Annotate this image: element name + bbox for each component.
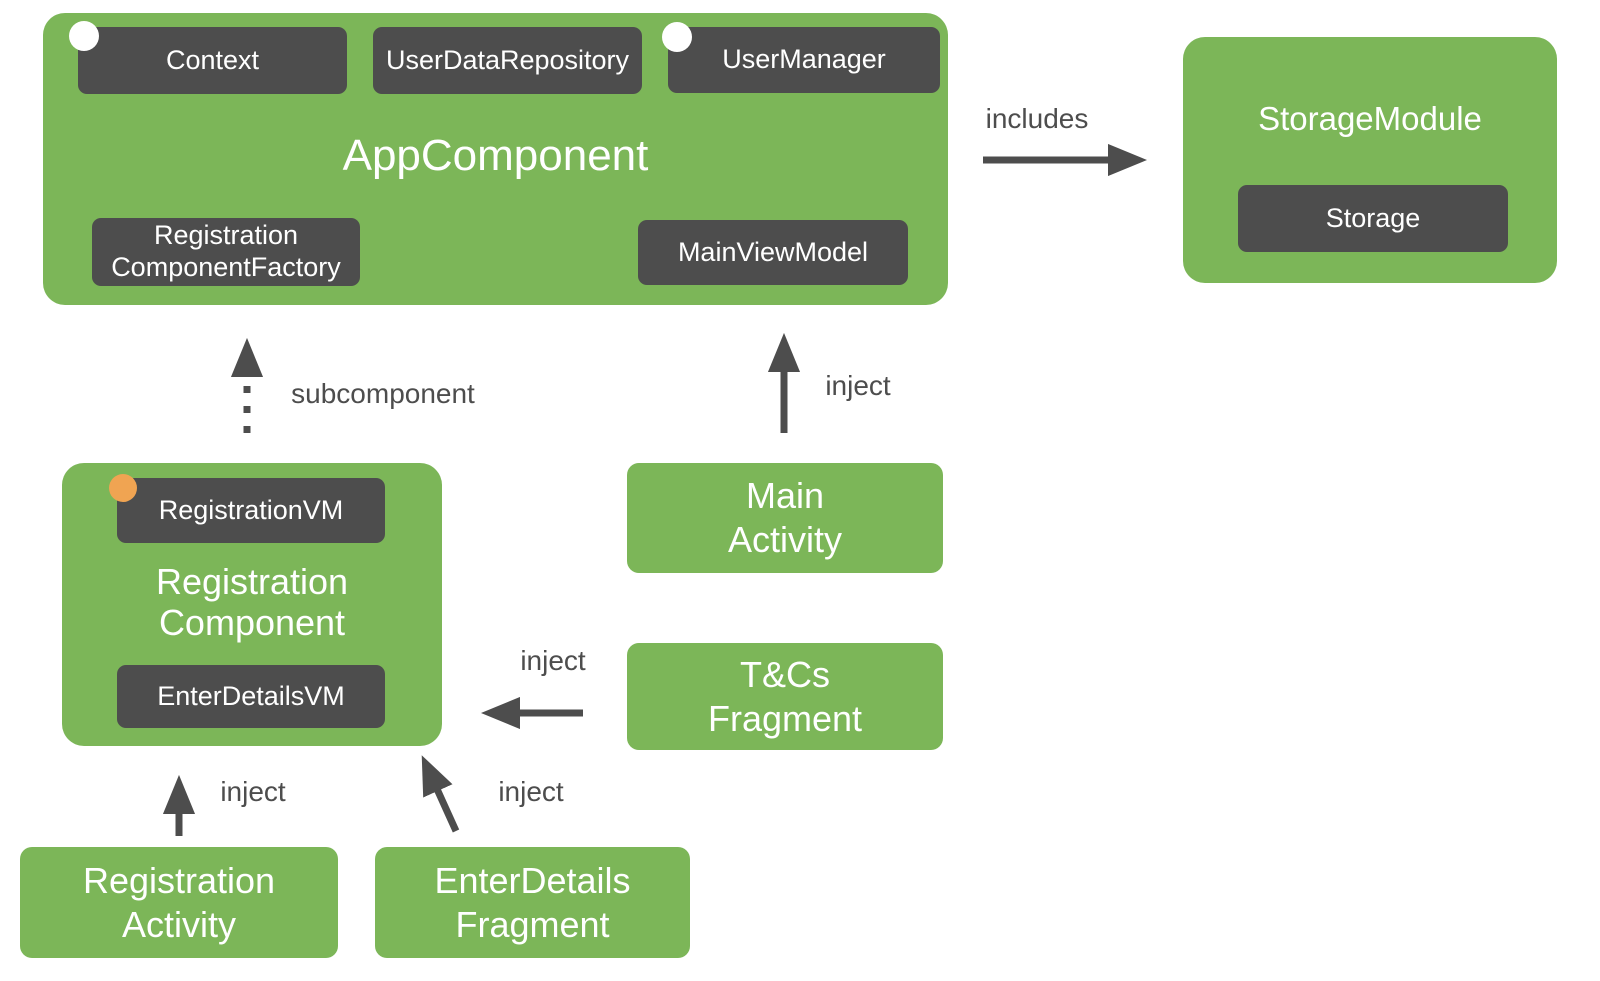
enter-details-vm-label: EnterDetailsVM xyxy=(157,680,345,711)
enter-details-fragment-label-line1: EnterDetails xyxy=(434,859,631,901)
registration-activity-label-line2: Activity xyxy=(121,903,236,945)
tcs-fragment-node: T&Cs Fragment xyxy=(627,643,943,750)
registration-activity-node: Registration Activity xyxy=(20,847,338,958)
storage-module-title: StorageModule xyxy=(1258,100,1482,137)
user-manager-box: UserManager xyxy=(668,27,940,93)
inject-main-activity-edge-label: inject xyxy=(825,370,891,401)
tcs-fragment-label-line2: Fragment xyxy=(707,697,863,739)
user-manager-label: UserManager xyxy=(722,44,886,75)
inject-tcs-fragment-edge-label: inject xyxy=(520,645,586,676)
user-data-repository-box: UserDataRepository xyxy=(373,27,642,94)
app-component-title: AppComponent xyxy=(342,131,649,180)
registration-component-title-line1: Registration xyxy=(155,561,349,602)
context-box: Context xyxy=(78,27,347,94)
main-activity-label-line2: Activity xyxy=(727,519,842,560)
inject-enter-details-arrow xyxy=(421,755,460,833)
registration-component-title: Registration Component xyxy=(62,561,442,644)
registration-component-title-line2: Component xyxy=(158,602,346,644)
inject-enter-details-edge-label: inject xyxy=(498,776,564,807)
context-label: Context xyxy=(165,44,260,75)
main-view-model-box: MainViewModel xyxy=(638,220,908,285)
enter-details-fragment-node: EnterDetails Fragment xyxy=(375,847,690,958)
main-activity-node: Main Activity xyxy=(627,463,943,573)
storage-box: Storage xyxy=(1238,185,1508,252)
tcs-fragment-label-line1: T&Cs xyxy=(740,653,830,695)
enter-details-vm-box: EnterDetailsVM xyxy=(117,665,385,728)
includes-edge-label: includes xyxy=(985,103,1089,134)
registration-vm-label: RegistrationVM xyxy=(158,494,344,525)
context-scope-dot xyxy=(69,21,99,51)
storage-label: Storage xyxy=(1325,202,1421,233)
registration-component-factory-label-line1: Registration xyxy=(153,220,299,251)
subcomponent-edge-label: subcomponent xyxy=(291,378,475,409)
user-manager-scope-dot xyxy=(662,22,692,52)
user-data-repository-label: UserDataRepository xyxy=(385,44,630,75)
registration-component-factory-label-line2: ComponentFactory xyxy=(111,252,341,282)
main-activity-label-line1: Main xyxy=(745,475,825,517)
inject-registration-activity-edge-label: inject xyxy=(220,776,286,807)
registration-activity-label-line1: Registration xyxy=(82,859,276,901)
registration-component-factory-box: Registration ComponentFactory xyxy=(92,218,360,286)
enter-details-fragment-label-line2: Fragment xyxy=(455,903,610,945)
registration-vm-box: RegistrationVM xyxy=(117,478,385,543)
main-view-model-label: MainViewModel xyxy=(677,236,869,267)
registration-vm-scope-dot xyxy=(109,474,137,502)
